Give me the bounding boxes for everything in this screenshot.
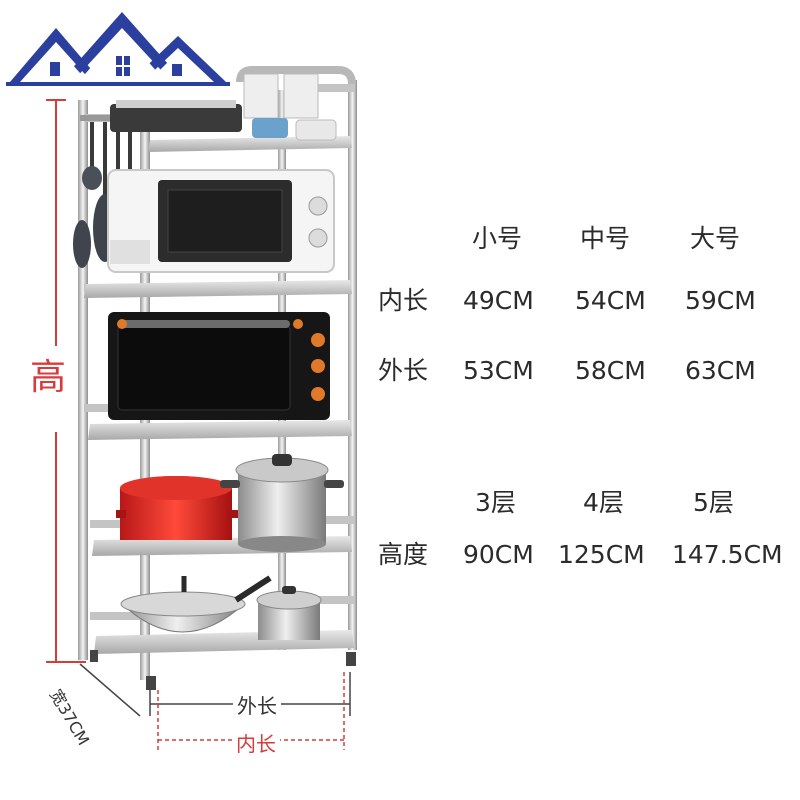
outer-length-label: 外长	[233, 690, 281, 719]
inner-length-label: 内长	[232, 728, 280, 757]
height-label: 高	[30, 357, 67, 398]
house-logo-icon	[0, 0, 236, 100]
